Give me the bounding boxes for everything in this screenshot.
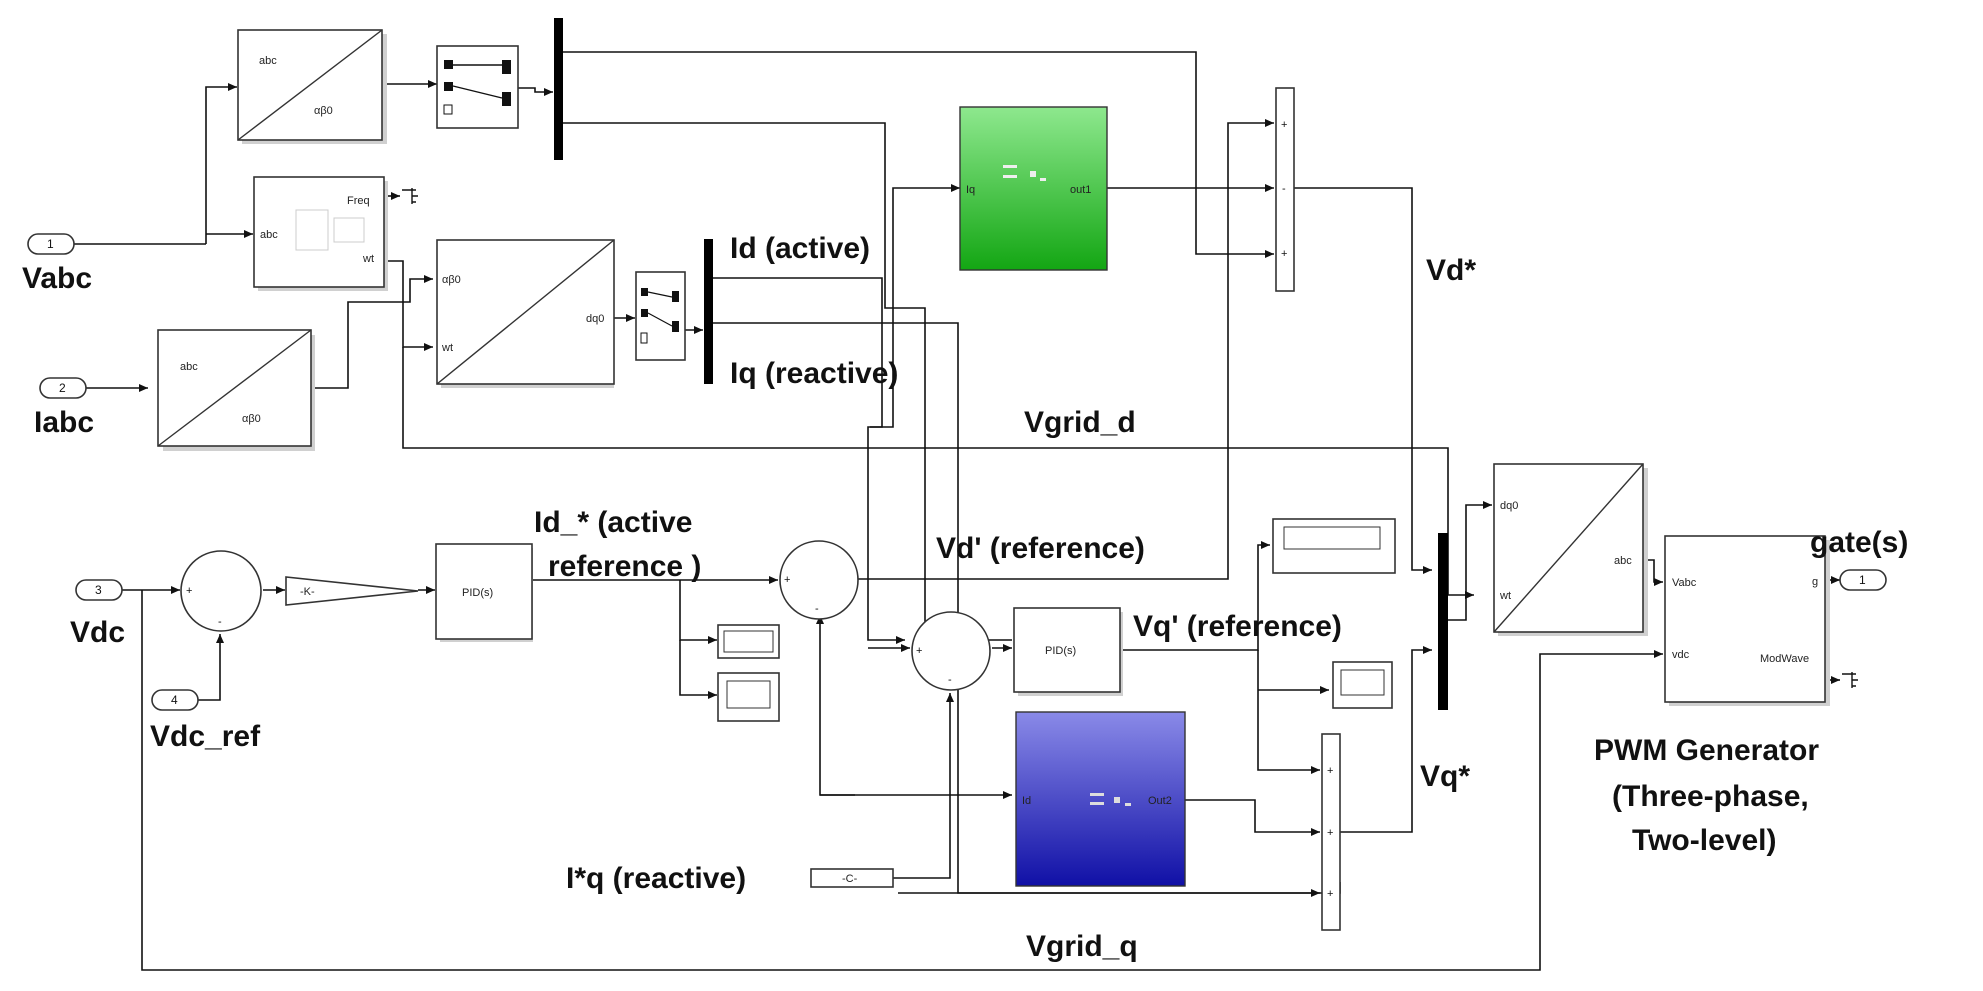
sign-plus: + xyxy=(1327,765,1333,777)
outport-1[interactable]: 1 xyxy=(1839,569,1887,591)
label-vd-prime: Vd' (reference) xyxy=(936,532,1145,565)
label-vd-star: Vd* xyxy=(1426,254,1476,287)
gain-block[interactable]: -K- xyxy=(285,576,419,606)
sign-minus: - xyxy=(815,603,819,615)
port-abc: abc xyxy=(180,361,198,373)
label-vabc: Vabc xyxy=(22,262,92,295)
sign-minus: - xyxy=(218,616,222,628)
sign-plus: + xyxy=(1327,827,1333,839)
label-vdc-ref: Vdc_ref xyxy=(150,720,261,753)
abc-to-alphabeta-block-bottom[interactable]: abc αβ0 xyxy=(157,329,315,451)
selector-block-top[interactable] xyxy=(436,45,519,129)
port-modwave: ModWave xyxy=(1760,653,1809,665)
mux-bar-vdq xyxy=(1438,533,1448,710)
display-block[interactable] xyxy=(1272,518,1396,574)
port-freq: Freq xyxy=(347,195,370,207)
selector-block-middle[interactable] xyxy=(635,271,686,361)
label-id-ref-2: reference ) xyxy=(548,550,701,583)
sign-minus: - xyxy=(948,674,952,686)
port-dq0: dq0 xyxy=(1500,500,1518,512)
pid-label: PID(s) xyxy=(462,587,493,599)
pwm-generator-block[interactable]: Vabc vdc g ModWave xyxy=(1664,535,1830,706)
svg-text:4: 4 xyxy=(171,693,178,707)
label-pwm-3: Two-level) xyxy=(1632,824,1776,857)
label-vq-prime: Vq' (reference) xyxy=(1133,610,1342,643)
port-ab0: αβ0 xyxy=(314,105,333,117)
constant-label: -C- xyxy=(842,873,858,885)
sign-plus: + xyxy=(1281,248,1287,260)
blue-subsystem-block[interactable]: Id Out2 xyxy=(1015,711,1186,887)
port-vdc: vdc xyxy=(1672,649,1690,661)
mux-bar-middle xyxy=(704,239,713,384)
label-vq-star: Vq* xyxy=(1420,760,1470,793)
scope-block-2[interactable] xyxy=(717,672,780,722)
port-wt: wt xyxy=(1499,590,1511,602)
constant-block[interactable]: -C- xyxy=(810,868,894,888)
inport-4[interactable]: 4 xyxy=(151,689,199,711)
label-pwm-2: (Three-phase, xyxy=(1612,780,1809,813)
port-g: g xyxy=(1812,576,1818,588)
port-wt: wt xyxy=(441,342,453,354)
label-iq-star: I*q (reactive) xyxy=(566,862,746,895)
svg-text:2: 2 xyxy=(59,381,66,395)
label-iq-reactive: Iq (reactive) xyxy=(730,357,898,390)
pid-label: PID(s) xyxy=(1045,645,1076,657)
gain-label: -K- xyxy=(300,586,315,598)
port-wt: wt xyxy=(362,253,374,265)
port-out2: Out2 xyxy=(1148,795,1172,807)
inport-3[interactable]: 3 xyxy=(75,579,123,601)
label-vgrid-q: Vgrid_q xyxy=(1026,930,1138,963)
inport-1[interactable]: 1 xyxy=(27,233,75,255)
sign-plus: + xyxy=(916,645,922,657)
sum-block-id[interactable]: + - xyxy=(779,540,859,620)
sign-plus: + xyxy=(1281,119,1287,131)
pid-controller-q[interactable]: PID(s) xyxy=(1013,607,1123,696)
pll-block[interactable]: Freq abc wt xyxy=(253,176,388,291)
svg-text:3: 3 xyxy=(95,583,102,597)
port-abc: abc xyxy=(260,229,278,241)
label-id-active: Id (active) xyxy=(730,232,870,265)
port-vabc: Vabc xyxy=(1672,577,1697,589)
port-ab0: αβ0 xyxy=(442,274,461,286)
port-ab0: αβ0 xyxy=(242,413,261,425)
port-dq0: dq0 xyxy=(586,313,604,325)
mux-bar-top xyxy=(554,18,563,160)
svg-text:1: 1 xyxy=(47,237,54,251)
alphabeta-to-dq0-block[interactable]: αβ0 wt dq0 xyxy=(436,239,615,388)
terminator-modwave xyxy=(1842,672,1858,688)
pid-controller-dc[interactable]: PID(s) xyxy=(435,543,533,642)
terminator-freq xyxy=(402,188,418,204)
sign-plus: + xyxy=(784,574,790,586)
label-vgrid-d: Vgrid_d xyxy=(1024,406,1136,439)
scope-block-1[interactable] xyxy=(717,624,780,659)
label-id-ref-1: Id_* (active xyxy=(534,506,692,539)
abc-to-alphabeta-block-top[interactable]: abc αβ0 xyxy=(237,29,387,144)
sign-minus: - xyxy=(1282,183,1286,195)
port-abc: abc xyxy=(259,55,277,67)
dq0-to-abc-block[interactable]: dq0 wt abc xyxy=(1493,463,1648,636)
label-iabc: Iabc xyxy=(34,406,94,439)
svg-text:1: 1 xyxy=(1859,573,1866,587)
sum-block-vq[interactable]: + + + xyxy=(1321,733,1341,931)
wires xyxy=(74,51,1840,971)
scope-block-3[interactable] xyxy=(1332,661,1393,709)
label-vdc: Vdc xyxy=(70,616,125,649)
sum-block-vdc[interactable]: + - xyxy=(180,550,262,632)
sum-block-vd[interactable]: + - + xyxy=(1275,87,1295,292)
port-abc: abc xyxy=(1614,555,1632,567)
port-id: Id xyxy=(1022,795,1031,807)
sum-block-iq[interactable]: + - xyxy=(911,611,991,691)
inport-2[interactable]: 2 xyxy=(39,377,87,399)
sign-plus: + xyxy=(186,585,192,597)
label-pwm-1: PWM Generator xyxy=(1594,734,1819,767)
port-iq: Iq xyxy=(966,184,975,196)
label-gates: gate(s) xyxy=(1810,526,1908,559)
port-out1: out1 xyxy=(1070,184,1091,196)
green-subsystem-block[interactable]: Iq out1 xyxy=(959,106,1108,271)
sign-plus: + xyxy=(1327,888,1333,900)
